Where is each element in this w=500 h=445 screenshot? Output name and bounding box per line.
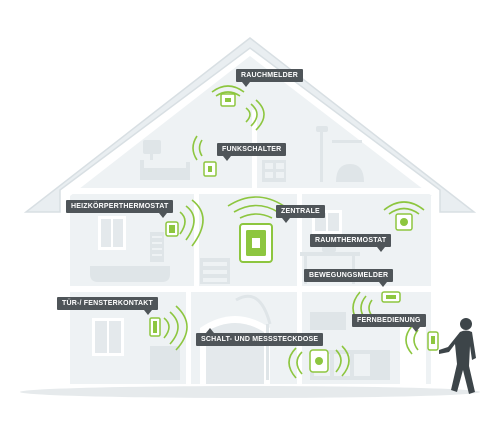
ground-shadow [20,386,480,398]
wall-2 [297,192,302,288]
floor-first [70,286,432,292]
smart-plug-icon [288,345,350,379]
room-thermostat-icon [383,201,425,231]
window-contact-icon [149,305,188,351]
remote-control-icon [405,325,439,355]
smoke-detector-icon [211,85,265,131]
person-icon [439,318,476,394]
label-fernbedienung: FERNBEDIENUNG [352,314,426,332]
label-rauchmelder: RAUCHMELDER [236,69,304,87]
label-bewegungsmelder: BEWEGUNGSMELDER [304,269,394,287]
radiator-thermostat-icon [165,199,204,247]
gateway-icon [227,196,285,263]
label-zentrale: ZENTRALE [276,205,325,223]
label-heizkoerperthermostat: HEIZKÖRPERTHERMOSTAT [66,200,174,218]
floor-attic [70,188,432,194]
wall-switch-icon [192,135,217,177]
label-raumthermostat: RAUMTHERMOSTAT [310,234,392,252]
wall-3 [186,292,191,384]
devices [149,85,439,379]
roof [23,37,477,213]
label-funkschalter: FUNKSCHALTER [217,143,287,161]
label-tuerfensterkontakt: TÜR-/ FENSTERKONTAKT [57,297,158,315]
label-steckdose: SCHALT- UND MESSSTECKDOSE [196,328,324,346]
house-body [70,56,432,384]
